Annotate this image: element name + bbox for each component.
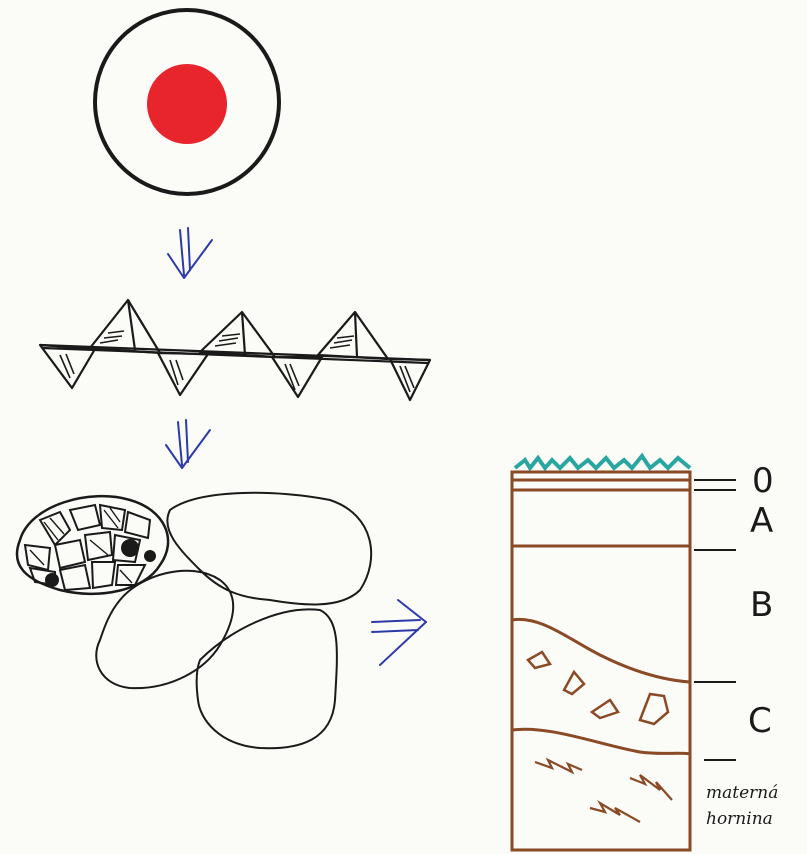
label-horizon-b: B [750, 585, 773, 625]
rock-fragments [96, 493, 371, 748]
atom-nucleus [147, 64, 227, 144]
arrow-down-1 [168, 228, 212, 278]
label-horizon-a: A [750, 501, 773, 541]
label-parent-rock-line2: hornina [706, 809, 773, 829]
soil-profile [512, 456, 690, 850]
grass-surface [515, 456, 690, 468]
silicate-chain [40, 300, 430, 400]
arrow-down-2 [166, 420, 210, 468]
boundary-b-c [512, 619, 690, 682]
profile-frame [512, 472, 690, 850]
horizon-ticks [694, 480, 736, 760]
label-horizon-c: C [748, 701, 772, 741]
arrow-right [372, 600, 426, 665]
atom-symbol [95, 10, 279, 194]
boundary-c-rock [512, 729, 690, 754]
label-parent-rock-line1: materná [706, 783, 778, 803]
granite-rock [17, 496, 168, 594]
label-horizon-o: 0 [752, 461, 774, 501]
